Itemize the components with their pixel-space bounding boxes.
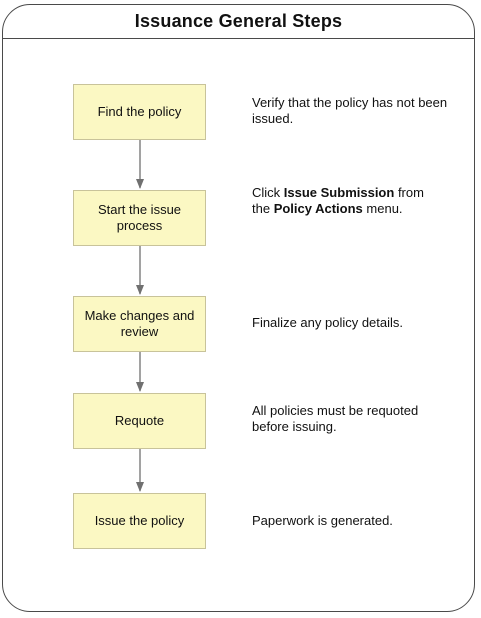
step-label: Issue the policy bbox=[94, 513, 185, 528]
step-label: Find the policy bbox=[97, 104, 182, 119]
step-note-make-changes: Finalize any policy details. bbox=[252, 315, 462, 331]
note-text: menu. bbox=[362, 201, 403, 216]
step-box-issue-policy: Issue the policy bbox=[73, 493, 206, 549]
note-text: All policies must be requoted before iss… bbox=[252, 403, 419, 434]
step-note-requote: All policies must be requoted before iss… bbox=[252, 403, 422, 435]
step-label: Start the issue process bbox=[97, 202, 182, 233]
note-text: Verify that the policy has not been issu… bbox=[252, 95, 448, 126]
step-label: Make changes and review bbox=[84, 308, 195, 339]
step-note-start-issue: Click Issue Submission from the Policy A… bbox=[252, 185, 427, 217]
note-bold-text: Issue Submission bbox=[283, 185, 395, 200]
note-bold-text: Policy Actions bbox=[273, 201, 363, 216]
note-text: Click bbox=[252, 185, 284, 200]
step-label: Requote bbox=[114, 413, 165, 428]
diagram-title: Issuance General Steps bbox=[134, 11, 343, 31]
step-box-find-policy: Find the policy bbox=[73, 84, 206, 140]
note-text: from the bbox=[252, 185, 424, 216]
step-note-find-policy: Verify that the policy has not been issu… bbox=[252, 95, 462, 127]
note-text: Finalize any policy details. bbox=[252, 315, 404, 330]
step-box-make-changes: Make changes and review bbox=[73, 296, 206, 352]
title-bar: Issuance General Steps bbox=[3, 5, 474, 39]
note-text: Paperwork is generated. bbox=[252, 513, 393, 528]
step-box-start-issue: Start the issue process bbox=[73, 190, 206, 246]
step-note-issue-policy: Paperwork is generated. bbox=[252, 513, 462, 529]
step-box-requote: Requote bbox=[73, 393, 206, 449]
